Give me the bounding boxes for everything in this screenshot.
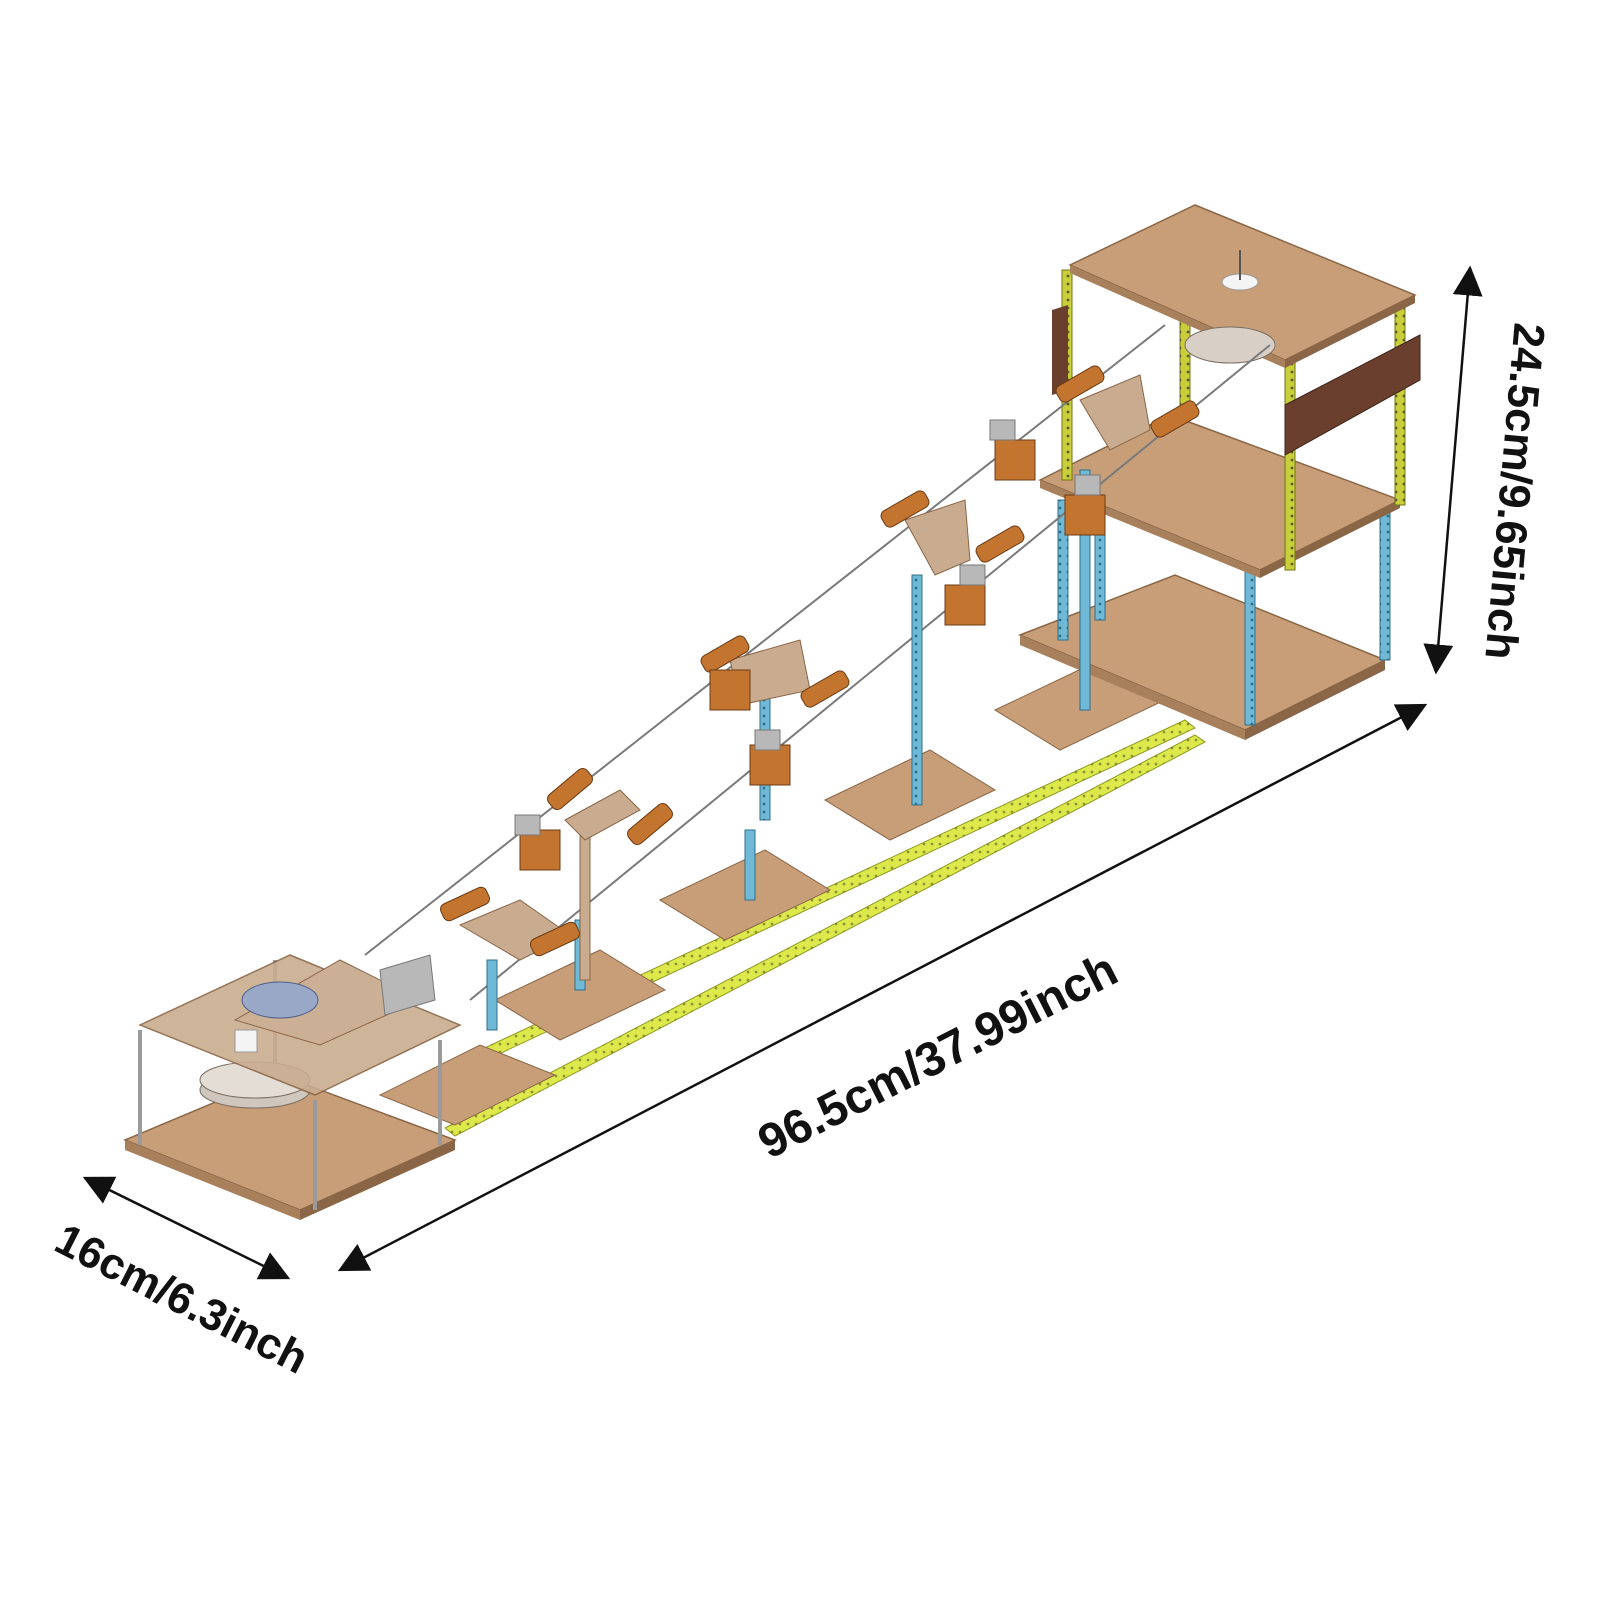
support-tower-4 bbox=[880, 490, 1025, 806]
width-label: 16cm/6.3inch bbox=[47, 1215, 315, 1384]
length-label: 96.5cm/37.99inch bbox=[750, 943, 1126, 1170]
width-arrow bbox=[82, 1176, 291, 1280]
dimension-annotations: 96.5cm/37.99inch 16cm/6.3inch 24.5cm/9.6… bbox=[47, 265, 1554, 1384]
right-station bbox=[1018, 204, 1421, 740]
height-label: 24.5cm/9.65inch bbox=[1475, 321, 1553, 662]
length-arrow bbox=[337, 703, 1428, 1272]
height-arrow bbox=[1423, 265, 1483, 675]
model-illustration bbox=[123, 204, 1421, 1220]
support-tower-5 bbox=[989, 365, 1200, 711]
